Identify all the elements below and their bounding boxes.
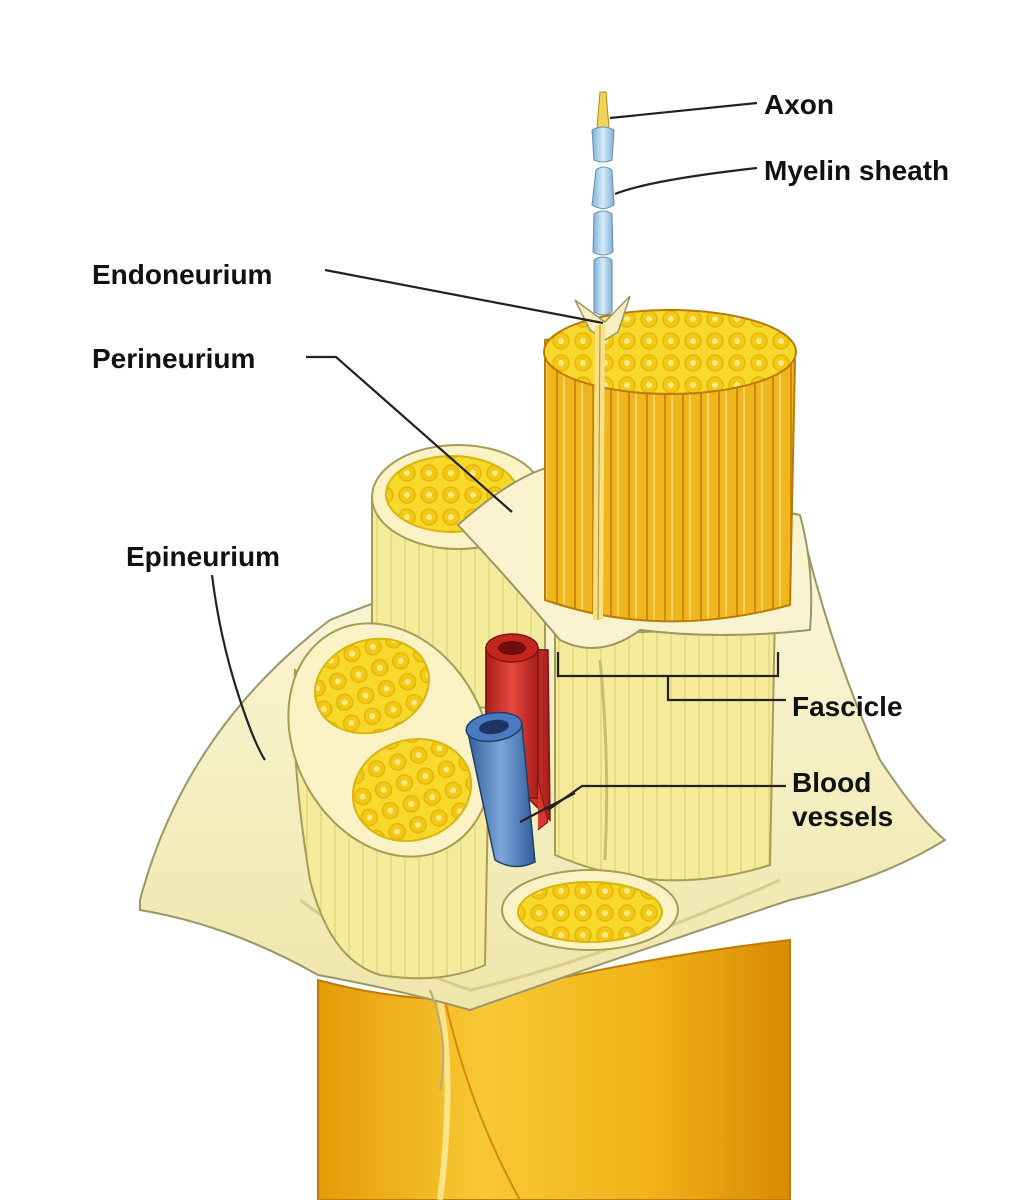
endoneurium-leader: [324, 268, 604, 325]
myelinated-axon: [591, 91, 615, 316]
axon-bundle: [543, 309, 797, 623]
endoneurium-wrap: [574, 295, 631, 621]
fascicle-front-left: [287, 622, 493, 980]
fascicle-main: [554, 608, 777, 882]
axon-label: Axon: [764, 89, 834, 120]
myelin-sheath-label: Myelin sheath: [764, 155, 950, 186]
blood-vessels-label-line2: vessels: [792, 801, 894, 832]
blood-leader-2: [519, 792, 576, 823]
epineurium-leader: [210, 574, 266, 761]
blood-vessel-vein: [465, 711, 536, 868]
myelin-leader: [614, 166, 758, 196]
fascicle-bracket: [556, 652, 786, 702]
blood-vessels-label-line1: Blood: [792, 767, 872, 798]
fascicle-label: Fascicle: [792, 691, 903, 722]
blood-vessels-label: Blood vessels: [792, 766, 893, 834]
endoneurium-label: Endoneurium: [92, 259, 273, 290]
perineurium-leader: [306, 355, 513, 513]
axon-leader: [609, 101, 758, 120]
leader-lines: [210, 101, 786, 823]
epineurium-label: Epineurium: [126, 541, 281, 572]
perineurium-label: Perineurium: [92, 343, 256, 374]
fascicle-small-front: [501, 869, 679, 951]
